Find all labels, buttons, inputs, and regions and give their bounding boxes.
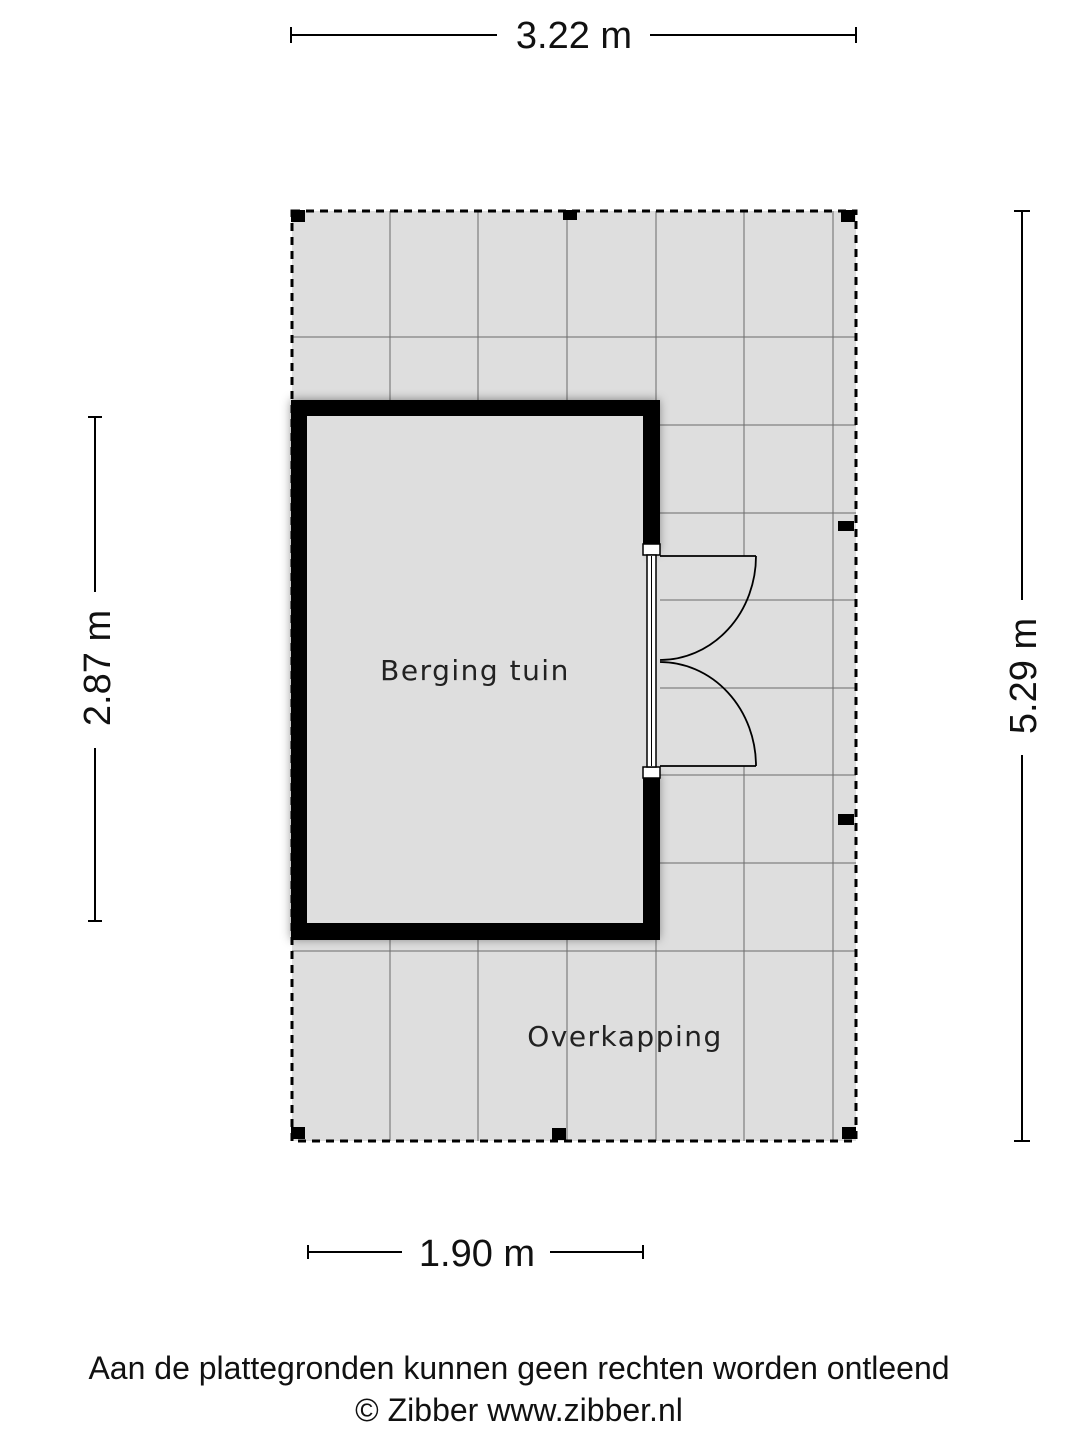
wall-right-upper [643, 400, 660, 544]
door-swing-upper [659, 555, 757, 661]
dimension-top [290, 27, 857, 43]
wall-top [291, 400, 660, 416]
post [563, 210, 577, 220]
post [838, 521, 854, 531]
canopy-posts [291, 210, 856, 1140]
dimension-label-left: 2.87 m [77, 610, 119, 726]
double-door [659, 555, 757, 767]
door-frame [642, 543, 661, 779]
wall-left [291, 400, 307, 940]
storage-floor [307, 416, 643, 923]
room-label-storage: Berging tuin [380, 654, 570, 687]
storage-walls [291, 400, 660, 940]
door-jamb-bottom [642, 766, 661, 779]
copyright-text: © Zibber www.zibber.nl [355, 1392, 683, 1428]
dimension-right [1014, 210, 1030, 1142]
post [841, 210, 855, 222]
post [291, 210, 305, 222]
disclaimer-text: Aan de plattegronden kunnen geen rechten… [88, 1350, 950, 1386]
dimension-bottom [307, 1245, 644, 1259]
post [291, 1127, 305, 1139]
room-label-canopy: Overkapping [527, 1020, 723, 1053]
dimension-left [88, 416, 102, 922]
dimension-label-bottom: 1.90 m [419, 1233, 535, 1275]
post [842, 1127, 856, 1139]
post [552, 1128, 566, 1140]
dimension-label-right: 5.29 m [1003, 618, 1045, 734]
door-jamb-top [642, 543, 661, 556]
floor-grid [292, 211, 856, 1141]
post [838, 814, 854, 825]
wall-right-lower [643, 778, 660, 940]
dimension-label-top: 3.22 m [516, 15, 632, 57]
door-swing-lower [659, 661, 757, 767]
wall-bottom [291, 923, 660, 940]
